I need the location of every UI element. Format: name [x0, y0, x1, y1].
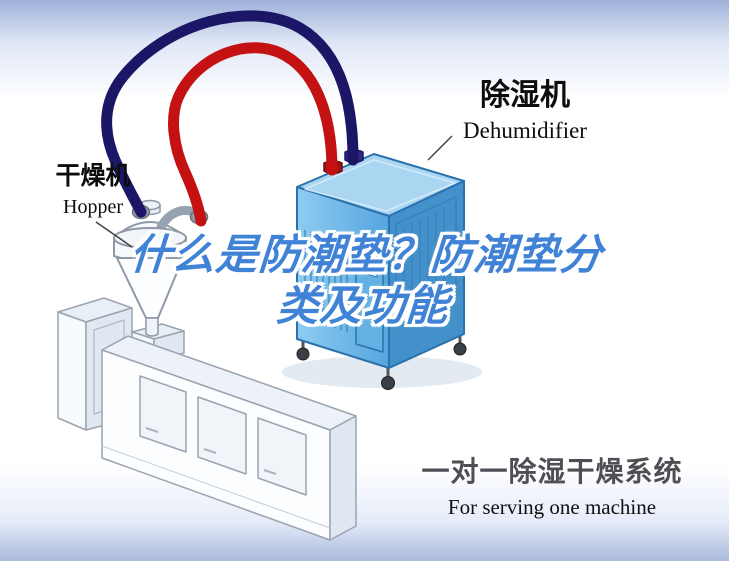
caster-wheel [453, 342, 467, 356]
title-line-1: 什么是防潮垫？防潮垫分 [128, 231, 605, 278]
caption-en: For serving one machine [447, 495, 657, 519]
dryer-label-en: Hopper [63, 196, 123, 218]
pointer-line-dehumidifier [427, 135, 453, 161]
side-vent-door [395, 196, 457, 327]
return-hose [101, 10, 359, 218]
machine-panel [257, 417, 307, 496]
dehumidifier-label: 除湿机 Dehumidifier [452, 70, 598, 144]
dryer-label: 干燥机 Hopper [50, 156, 136, 219]
machine-panel [197, 396, 247, 475]
dryer-label-cn: 干燥机 [55, 162, 131, 190]
caster-wheel [381, 376, 395, 390]
extruder-machine-illustration [57, 297, 357, 541]
dehumidifier-label-cn: 除湿机 [480, 79, 570, 112]
page-title: 什么是防潮垫？防潮垫分 类及功能 [0, 229, 729, 331]
hopper-flange [113, 227, 187, 249]
machine-panel [139, 375, 187, 453]
dehumidifier-display [361, 261, 378, 278]
caster-wheel [296, 347, 310, 361]
front-vent-grille [304, 230, 348, 332]
dehumidifier-top-rim [304, 159, 456, 212]
pointer-line-dryer [95, 221, 133, 248]
caption: 一对一除湿干燥系统 For serving one machine [404, 450, 700, 520]
dehumidifier-side-face [388, 180, 465, 369]
dehumidifier-shadow [282, 356, 482, 388]
supply-hose [168, 42, 338, 227]
title-line-2: 类及功能 [275, 282, 451, 330]
hopper-neck [145, 317, 159, 337]
dehumidifier-illustration [282, 149, 482, 390]
dehumidifier-label-en: Dehumidifier [463, 118, 587, 143]
machine-door-panels [139, 375, 307, 496]
hopper-elbow-pipe [156, 205, 199, 232]
caption-cn: 一对一除湿干燥系统 [421, 456, 683, 487]
